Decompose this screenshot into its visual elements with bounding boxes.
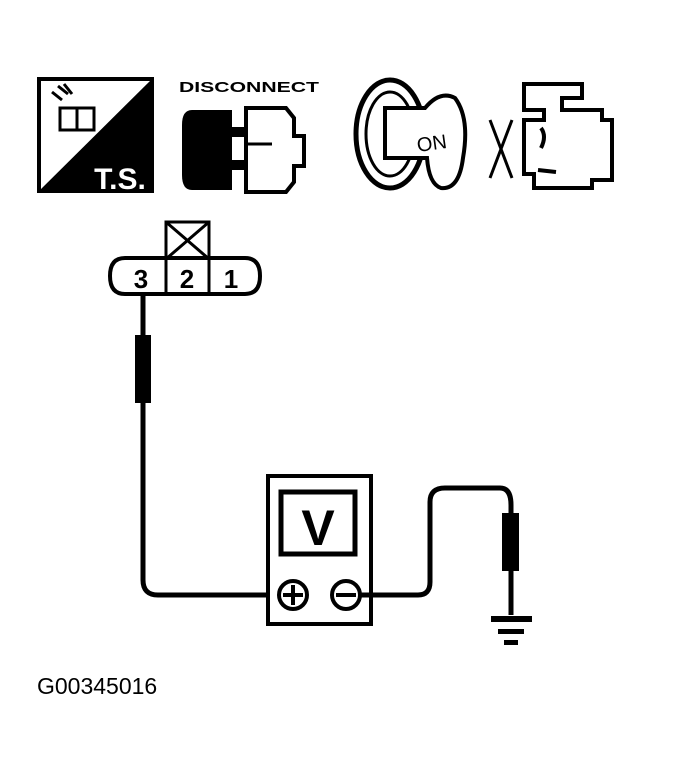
figure-id: G00345016 [37, 673, 158, 699]
positive-test-lead [135, 292, 280, 598]
pin-3: 3 [134, 264, 148, 294]
connector-disconnect-icon: DISCONNECT [179, 79, 319, 194]
on-label: ON [415, 131, 448, 157]
pin-2: 2 [180, 264, 194, 294]
disconnect-label: DISCONNECT [179, 79, 319, 96]
ts-label: T.S. [94, 163, 146, 196]
unused-pin-x-icon [165, 220, 210, 261]
negative-test-lead [360, 485, 519, 615]
engine-off-icon [488, 82, 614, 190]
pin-1: 1 [224, 264, 238, 294]
meter-v-label: V [301, 500, 335, 556]
harness-connector: 3 2 1 [107, 220, 263, 296]
ignition-key-on-icon: ON [353, 77, 468, 191]
troubleshooting-icon: T.S. [37, 77, 154, 196]
ground-icon [491, 616, 532, 645]
voltmeter: V [266, 474, 373, 626]
